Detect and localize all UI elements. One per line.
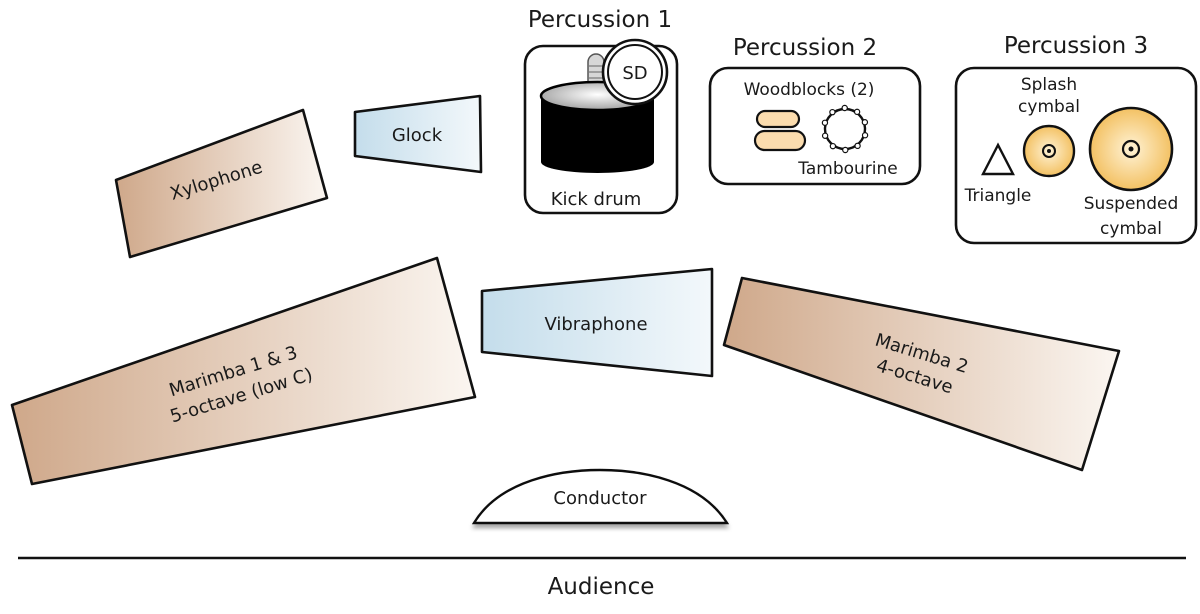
conductor-shape xyxy=(471,468,730,525)
triangle-icon xyxy=(981,142,1015,176)
glock[interactable]: Glock xyxy=(353,94,483,174)
tambourine-jingle xyxy=(861,132,869,139)
conductor-podium[interactable]: Conductor xyxy=(471,468,730,525)
splash-cymbal-label-line2: cymbal xyxy=(1018,97,1080,117)
vibraphone-shape xyxy=(480,267,714,378)
xylophone-shape xyxy=(114,108,329,259)
suspended-cymbal-label-line2: cymbal xyxy=(1100,219,1162,239)
suspended-cymbal-label-line1: Suspended xyxy=(1084,194,1179,214)
tambourine-jingle xyxy=(821,132,829,139)
tambourine-icon xyxy=(821,104,869,154)
marimba-2[interactable]: Marimba 2 4-octave xyxy=(722,276,1121,472)
vibraphone[interactable]: Vibraphone xyxy=(480,267,714,378)
tambourine-jingle xyxy=(829,142,837,150)
snare-drum-icon xyxy=(601,38,669,106)
glock-label: Glock xyxy=(392,125,443,146)
woodblock-large xyxy=(753,129,807,152)
woodblock-small xyxy=(755,109,801,129)
audience-label: Audience xyxy=(548,574,655,600)
triangle-label: Triangle xyxy=(964,186,1032,206)
percussion-1-title: Percussion 1 xyxy=(528,7,672,33)
tambourine-jingle xyxy=(853,108,861,116)
kick-drum-label: Kick drum xyxy=(551,189,642,210)
glock-shape xyxy=(353,94,483,174)
marimba-2-shape xyxy=(722,276,1121,472)
percussion-3-title: Percussion 3 xyxy=(1004,33,1148,59)
woodblocks-icon xyxy=(753,109,807,152)
woodblocks-label: Woodblocks (2) xyxy=(744,80,875,100)
tambourine-jingle xyxy=(854,142,861,150)
tambourine-jingle xyxy=(842,146,849,154)
suspended-cymbal-icon xyxy=(1088,106,1174,192)
marimba-1-3-shape xyxy=(10,256,477,486)
tambourine-jingle xyxy=(841,104,848,112)
splash-cymbal-label-line1: Splash xyxy=(1021,75,1077,95)
marimba-1-3[interactable]: Marimba 1 & 3 5-octave (low C) xyxy=(10,256,477,486)
tambourine-label: Tambourine xyxy=(797,159,897,179)
percussion-2-box xyxy=(708,66,922,186)
percussion-1-station[interactable]: Percussion 1 SD Kick drum xyxy=(523,7,679,215)
vibraphone-label: Vibraphone xyxy=(544,314,647,335)
snare-drum-label: SD xyxy=(622,63,647,84)
tambourine-jingle xyxy=(861,119,869,126)
conductor-label: Conductor xyxy=(553,488,647,509)
tambourine-jingle xyxy=(821,119,829,126)
percussion-2-station[interactable]: Percussion 2 Woodblocks (2) Tambourine xyxy=(708,35,922,186)
xylophone[interactable]: Xylophone xyxy=(114,108,329,259)
splash-cymbal-icon xyxy=(1022,124,1076,178)
percussion-3-station[interactable]: Percussion 3 Splash cymbal Triangle Susp… xyxy=(954,33,1198,245)
tambourine-jingle xyxy=(829,108,836,116)
percussion-2-title: Percussion 2 xyxy=(733,35,877,61)
